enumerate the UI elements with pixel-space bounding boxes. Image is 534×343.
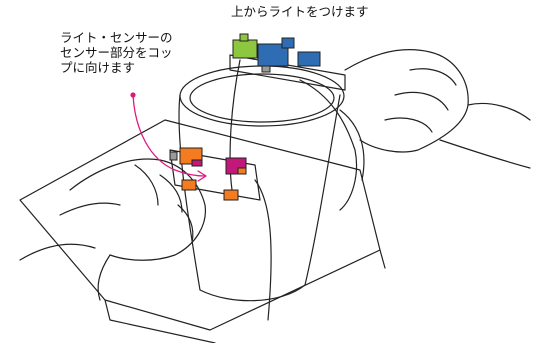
- sensor-modules: [169, 147, 247, 201]
- left-hand: [69, 158, 207, 261]
- blue-module: [257, 43, 289, 67]
- side-annotation-line: プに向けます: [60, 60, 136, 75]
- support-arm: [229, 54, 346, 91]
- cloth: [299, 79, 358, 211]
- pointer-arrow: [130, 92, 207, 182]
- wire: [254, 179, 272, 321]
- side-annotation-line: センサー部分をコッ: [60, 45, 173, 60]
- top-light-modules: [232, 33, 321, 73]
- side-annotation-line: ライト・センサーの: [60, 30, 173, 45]
- green-module: [232, 39, 258, 59]
- right-hand: [344, 49, 469, 153]
- top-annotation: 上からライトをつけます: [231, 4, 369, 19]
- cup-body: [178, 94, 341, 302]
- side-annotation: ライト・センサーの センサー部分をコッ プに向けます: [60, 30, 173, 75]
